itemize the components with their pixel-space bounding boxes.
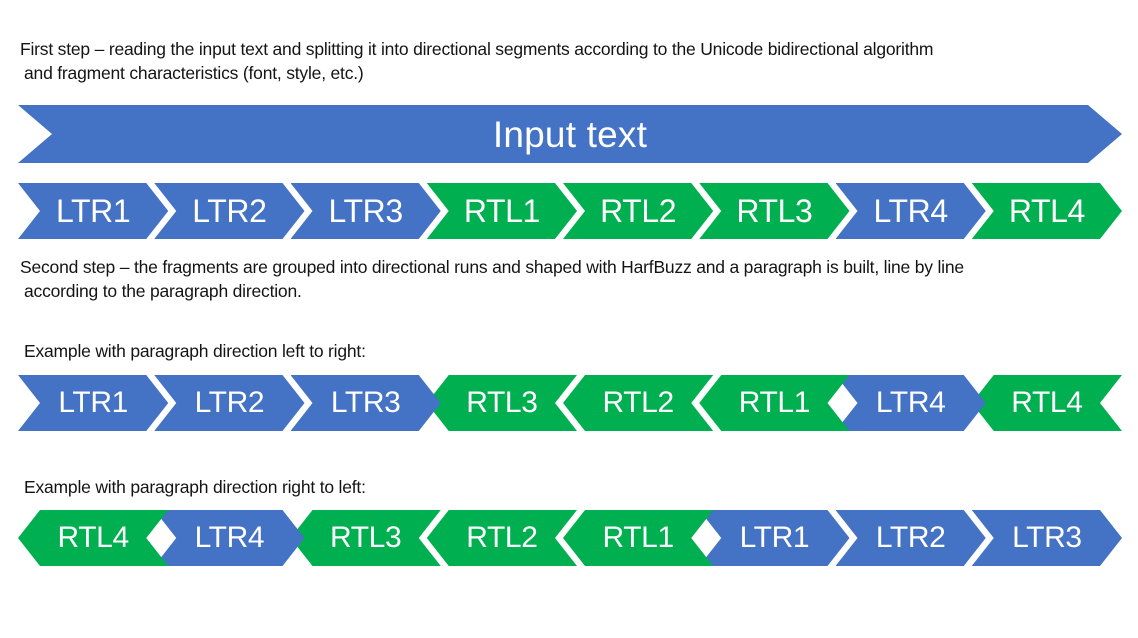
chevron-rtl2: RTL2	[563, 375, 713, 431]
input-text-banner-label: Input text	[492, 113, 648, 155]
chevron-ltr1: LTR1	[18, 375, 168, 431]
chevron-label: RTL1	[738, 386, 810, 419]
paragraph-ltr-row: LTR1 LTR2 LTR3 RTL3 RTL2 RTL1 LTR4 RTL4	[18, 375, 1122, 431]
chevron-label: LTR1	[739, 521, 810, 554]
chevron-label: RTL2	[602, 386, 674, 419]
chevron-label: RTL2	[600, 193, 677, 229]
chevron-label: LTR1	[58, 386, 128, 419]
chevron-ltr4: LTR4	[836, 183, 986, 239]
chevron-ltr2: LTR2	[154, 375, 304, 431]
chevron-label: LTR2	[194, 386, 265, 419]
chevron-ltr3: LTR3	[972, 510, 1122, 566]
chevron-rtl3: RTL3	[427, 375, 577, 431]
chevron-label: RTL4	[1011, 386, 1083, 419]
chevron-rtl2: RTL2	[427, 510, 577, 566]
chevron-label: RTL1	[463, 193, 540, 229]
chevron-ltr1: LTR1	[18, 183, 168, 239]
chevron-rtl1: RTL1	[563, 510, 713, 566]
chevron-label: LTR4	[194, 521, 265, 554]
chevron-label: RTL3	[330, 521, 402, 554]
chevron-label: LTR3	[328, 193, 403, 229]
chevron-rtl4: RTL4	[18, 510, 168, 566]
chevron-ltr3: LTR3	[291, 183, 441, 239]
chevron-label: LTR1	[55, 193, 131, 229]
chevron-ltr4: LTR4	[154, 510, 304, 566]
chevron-rtl4: RTL4	[972, 375, 1122, 431]
input-text-banner: Input text	[18, 105, 1122, 163]
chevron-label: LTR2	[192, 193, 267, 229]
chevron-rtl2: RTL2	[563, 183, 713, 239]
chevron-rtl3: RTL3	[699, 183, 849, 239]
chevron-ltr2: LTR2	[154, 183, 304, 239]
chevron-label: LTR3	[1012, 521, 1082, 554]
second-step-line-1: Second step – the fragments are grouped …	[20, 257, 964, 277]
segments-row: LTR1 LTR2 LTR3 RTL1 RTL2 RTL3 LTR4 RTL4	[18, 183, 1122, 239]
chevron-ltr2: LTR2	[836, 510, 986, 566]
chevron-label: RTL4	[1008, 193, 1085, 229]
chevron-ltr3: LTR3	[291, 375, 441, 431]
chevron-rtl3: RTL3	[291, 510, 441, 566]
chevron-label: LTR4	[873, 193, 948, 229]
chevron-label: RTL3	[736, 193, 813, 229]
second-step-line-2: according to the paragraph direction.	[24, 281, 302, 301]
chevron-rtl1: RTL1	[699, 375, 849, 431]
first-step-line-2: and fragment characteristics (font, styl…	[24, 63, 364, 83]
chevron-label: RTL2	[466, 521, 538, 554]
chevron-rtl4: RTL4	[972, 183, 1122, 239]
chevron-label: LTR3	[330, 386, 401, 419]
chevron-label: RTL1	[602, 521, 674, 554]
chevron-rtl1: RTL1	[427, 183, 577, 239]
chevron-label: RTL4	[57, 521, 129, 554]
chevron-label: RTL3	[466, 386, 538, 419]
chevron-ltr4: LTR4	[836, 375, 986, 431]
example-ltr-label: Example with paragraph direction left to…	[24, 341, 366, 361]
chevron-ltr1: LTR1	[699, 510, 849, 566]
chevron-label: LTR2	[875, 521, 946, 554]
paragraph-rtl-row: RTL4 LTR4 RTL3 RTL2 RTL1 LTR1 LTR2 LTR3	[18, 510, 1122, 566]
example-rtl-label: Example with paragraph direction right t…	[24, 477, 366, 497]
first-step-line-1: First step – reading the input text and …	[20, 39, 934, 59]
chevron-label: LTR4	[875, 386, 946, 419]
